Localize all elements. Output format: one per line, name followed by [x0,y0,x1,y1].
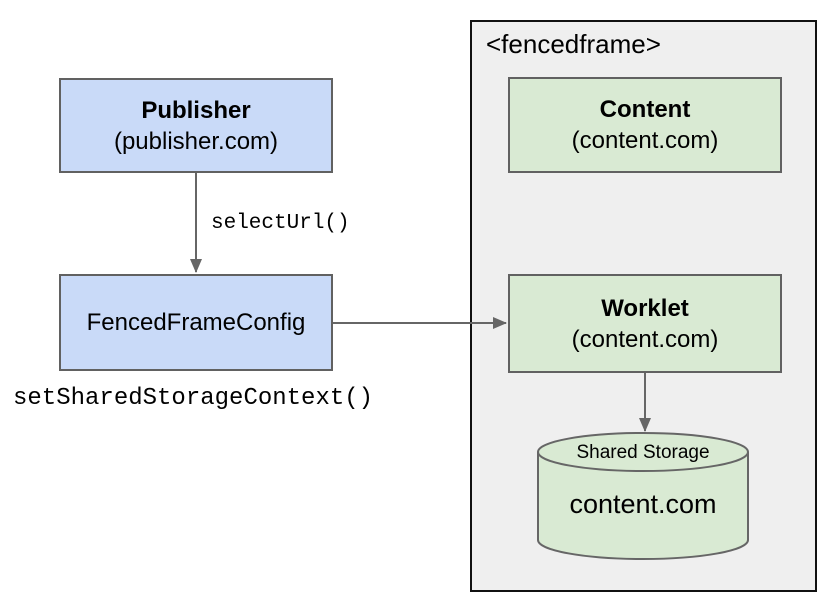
publisher-box-title: Publisher [141,96,251,124]
worklet-box: Worklet (content.com) [508,274,782,373]
publisher-box-subtitle: (publisher.com) [113,127,279,155]
shared-storage-domain: content.com [569,489,717,519]
worklet-box-title: Worklet [601,294,689,322]
setsharedstoragecontext-label: setSharedStorageContext() [13,385,374,412]
content-box: Content (content.com) [508,77,782,173]
fencedframe-tag-label: <fencedframe> [486,29,661,59]
fencedframeconfig-box: FencedFrameConfig [59,274,333,371]
content-box-subtitle: (content.com) [571,127,719,154]
shared-storage-title: Shared Storage [576,442,710,463]
fencedframeconfig-box-title: FencedFrameConfig [86,309,306,336]
content-box-title: Content [599,96,691,123]
selecturl-label: selectUrl() [211,212,350,235]
publisher-box: Publisher (publisher.com) [59,78,333,173]
worklet-box-subtitle: (content.com) [571,325,719,353]
